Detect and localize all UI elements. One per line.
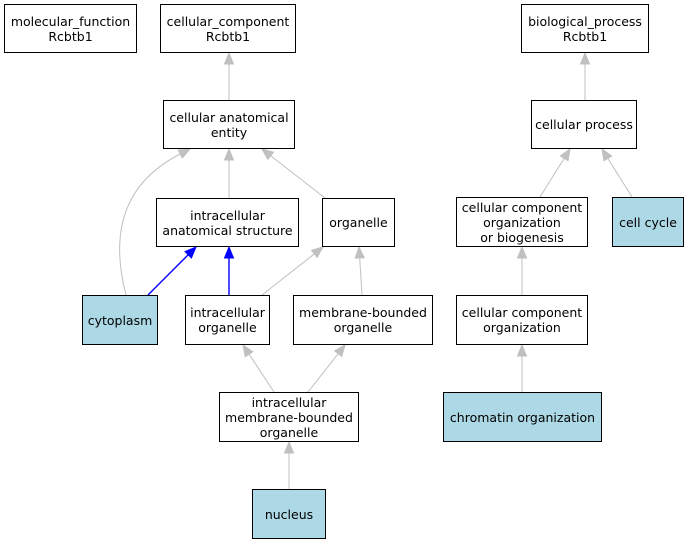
node-biological-process-root[interactable]: biological_process Rcbtb1 bbox=[521, 4, 649, 53]
arrow-head-icon bbox=[177, 148, 192, 159]
edge-mbo-to-organelle bbox=[354, 245, 365, 296]
arrow-head-icon bbox=[283, 440, 295, 454]
edge-cp-to-bp_root bbox=[579, 51, 591, 100]
node-cytoplasm[interactable]: cytoplasm bbox=[82, 295, 158, 345]
edge-line bbox=[539, 158, 565, 198]
arrow-head-icon bbox=[223, 245, 235, 259]
edge-cae-to-cc_root bbox=[223, 51, 235, 100]
edge-cco-to-ccob bbox=[516, 245, 528, 295]
node-cellular-component-root[interactable]: cellular_component Rcbtb1 bbox=[160, 4, 296, 53]
edge-io-to-organelle bbox=[261, 246, 325, 296]
node-intracellular-membrane-bounded-organelle[interactable]: intracellular membrane-bounded organelle bbox=[219, 392, 359, 442]
node-chromatin-organization[interactable]: chromatin organization bbox=[443, 392, 602, 442]
node-nucleus[interactable]: nucleus bbox=[252, 489, 326, 539]
arrow-head-icon bbox=[516, 245, 528, 259]
edge-cytoplasm-to-ias bbox=[147, 246, 197, 296]
node-cellular-process[interactable]: cellular process bbox=[531, 100, 637, 149]
edge-imbo-to-mbo bbox=[307, 343, 346, 393]
node-organelle[interactable]: organelle bbox=[322, 198, 395, 247]
arrow-head-icon bbox=[579, 51, 591, 65]
arrow-head-icon bbox=[242, 343, 254, 358]
edge-io-to-ias bbox=[223, 245, 235, 295]
arrow-head-icon bbox=[223, 51, 235, 65]
edge-line bbox=[147, 254, 189, 296]
arrow-head-icon bbox=[260, 148, 275, 161]
edge-line bbox=[261, 253, 315, 296]
arrow-head-icon bbox=[601, 147, 613, 162]
node-intracellular-anatomical-structure[interactable]: intracellular anatomical structure bbox=[156, 198, 299, 247]
arrow-head-icon bbox=[559, 147, 571, 162]
node-cellular-anatomical-entity[interactable]: cellular anatomical entity bbox=[163, 100, 295, 149]
edge-line bbox=[307, 353, 339, 393]
node-cell-cycle[interactable]: cell cycle bbox=[612, 197, 684, 247]
edge-line bbox=[359, 257, 363, 296]
arrow-head-icon bbox=[333, 343, 346, 358]
node-intracellular-organelle[interactable]: intracellular organelle bbox=[185, 295, 270, 345]
arrow-head-icon bbox=[223, 147, 235, 161]
edge-organelle-to-cae bbox=[260, 148, 326, 199]
node-cellular-component-organization[interactable]: cellular component organization bbox=[456, 295, 588, 345]
edge-nucleus-to-imbo bbox=[283, 440, 295, 489]
arrow-head-icon bbox=[516, 343, 528, 357]
node-membrane-bounded-organelle[interactable]: membrane-bounded organelle bbox=[293, 295, 433, 345]
edge-ias-to-cae bbox=[223, 147, 235, 198]
edge-line bbox=[607, 158, 633, 198]
arrow-head-icon bbox=[310, 246, 325, 259]
edge-ccob-to-cp bbox=[539, 147, 571, 198]
arrow-head-icon bbox=[184, 246, 197, 259]
edge-cytoplasm-to-cae bbox=[119, 148, 192, 296]
edge-line bbox=[119, 153, 181, 296]
edge-cellcycle-to-cp bbox=[601, 147, 633, 198]
arrow-head-icon bbox=[354, 245, 365, 259]
node-molecular-function-root[interactable]: molecular_function Rcbtb1 bbox=[4, 4, 137, 53]
edge-line bbox=[270, 155, 326, 199]
edge-line bbox=[248, 353, 275, 393]
edge-imbo-to-io bbox=[242, 343, 275, 393]
node-cellular-component-organization-or-biogenesis[interactable]: cellular component organization or bioge… bbox=[456, 197, 588, 247]
edge-chromatin-to-cco bbox=[516, 343, 528, 392]
